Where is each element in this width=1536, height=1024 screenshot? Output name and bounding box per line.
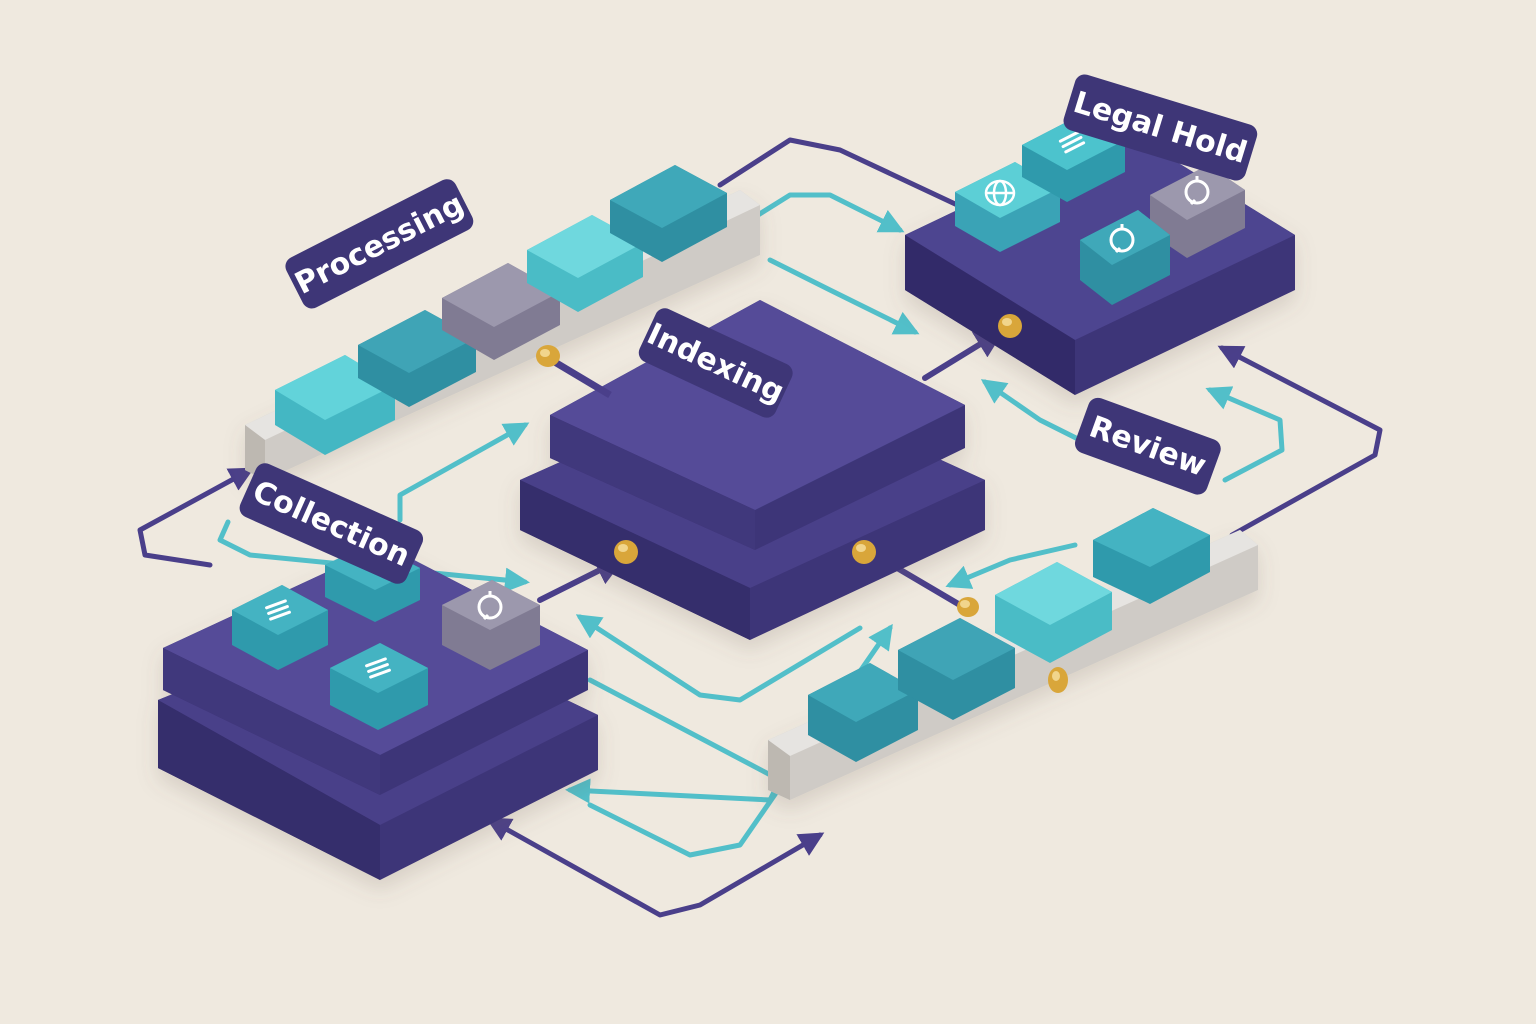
- connector-review-tray: [1048, 667, 1068, 693]
- review-block-2[interactable]: [898, 618, 1015, 720]
- arrow-processing-to-legalhold: [717, 137, 1005, 228]
- connector-indexing-legalhold: [998, 314, 1022, 338]
- search-icon: [1184, 176, 1210, 206]
- list-icon: [365, 657, 391, 679]
- arrow-teal-review-indexing: [980, 379, 1083, 443]
- legal-hold-block-search[interactable]: [1080, 210, 1170, 305]
- collection-block-search[interactable]: [442, 580, 540, 670]
- arrow-teal-review-indexing-mid: [945, 542, 1078, 589]
- arrow-teal-review-legalhold: [1205, 386, 1285, 483]
- search-icon: [477, 591, 503, 621]
- processing-block-5[interactable]: [610, 165, 727, 262]
- review-block-1[interactable]: [808, 663, 918, 762]
- arrow-teal-lower-loop: [575, 614, 863, 703]
- arrow-collection-to-processing: [137, 467, 255, 568]
- legal-hold-label: Legal Hold: [1063, 74, 1258, 181]
- legal-hold-block-gray[interactable]: [1150, 165, 1245, 258]
- connector-processing-indexing: [536, 345, 612, 399]
- arrow-review-to-legalhold: [1217, 345, 1383, 538]
- collection-block-list-2[interactable]: [330, 643, 428, 730]
- connector-indexing-review: [852, 540, 876, 564]
- search-icon: [1109, 224, 1135, 254]
- arrow-teal-collection-indexing-2: [397, 422, 530, 523]
- connector-collection-indexing: [614, 540, 638, 564]
- arrow-bottom-collection-review: [485, 817, 825, 918]
- legal-hold-blocks: [955, 115, 1245, 305]
- arrow-teal-processing-legalhold: [747, 192, 905, 233]
- review-blocks: [808, 508, 1210, 762]
- connectors: [536, 314, 1068, 693]
- collection-block-list-1[interactable]: [232, 585, 328, 670]
- review-block-4[interactable]: [1093, 508, 1210, 604]
- review-block-3[interactable]: [995, 562, 1112, 663]
- arrow-teal-processing-indexing: [767, 257, 920, 335]
- list-icon: [265, 599, 291, 621]
- processing-blocks: [275, 165, 727, 455]
- globe-icon: [984, 179, 1016, 207]
- connector-review-entry: [957, 597, 979, 617]
- list-icon: [1058, 130, 1086, 154]
